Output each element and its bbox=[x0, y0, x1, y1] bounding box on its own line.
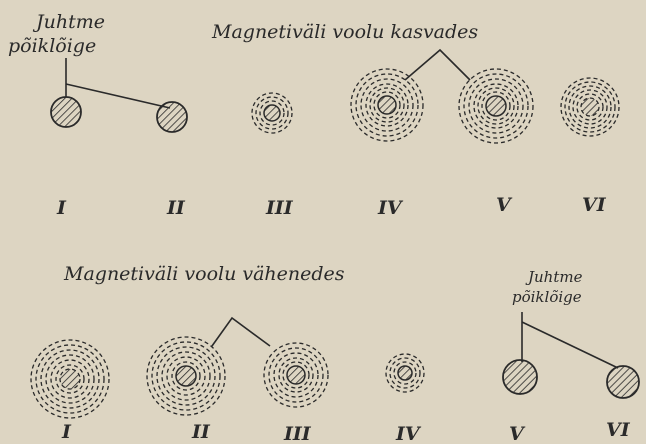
top-label-III: III bbox=[265, 197, 294, 219]
top-heading-pointer-lines bbox=[405, 50, 470, 80]
bottom-conductor-label-line2: põiklõige bbox=[512, 288, 582, 306]
bottom-stage-VI-conductor bbox=[607, 366, 639, 398]
top-label-V: V bbox=[496, 194, 513, 216]
bottom-label-IV: IV bbox=[395, 423, 422, 444]
bottom-label-VI: VI bbox=[606, 419, 631, 441]
bottom-stage-V-conductor bbox=[503, 360, 537, 394]
bottom-heading-pointer-lines bbox=[212, 318, 270, 346]
bottom-stage-II-conductor-with-field bbox=[147, 337, 225, 415]
top-stage-VI-field-only bbox=[561, 78, 619, 136]
top-stage-IV-conductor-with-field bbox=[351, 69, 423, 141]
bottom-heading: Magnetiväli voolu vähenedes bbox=[63, 263, 345, 285]
bottom-conductor-label-line1: Juhtme bbox=[525, 268, 583, 286]
bottom-label-V: V bbox=[509, 423, 526, 444]
top-label-II: II bbox=[166, 197, 186, 219]
bottom-stage-IV-conductor-with-field bbox=[386, 354, 424, 392]
top-heading: Magnetiväli voolu kasvades bbox=[211, 21, 478, 43]
bottom-label-I: I bbox=[61, 421, 72, 443]
top-label-IV: IV bbox=[377, 197, 404, 219]
bottom-stage-I-field-only bbox=[31, 340, 109, 418]
top-label-I: I bbox=[56, 197, 67, 219]
bottom-label-III: III bbox=[283, 423, 312, 444]
bottom-conductor-pointer-lines bbox=[522, 312, 618, 368]
top-stage-III-conductor-with-field bbox=[252, 93, 292, 133]
top-label-VI: VI bbox=[582, 194, 607, 216]
top-stage-I-conductor bbox=[51, 97, 81, 127]
top-conductor-label-line2: põiklõige bbox=[8, 35, 96, 57]
top-stage-II-conductor bbox=[157, 102, 187, 132]
top-conductor-pointer-lines bbox=[66, 58, 170, 108]
bottom-label-II: II bbox=[191, 421, 211, 443]
bottom-stage-III-conductor-with-field bbox=[264, 343, 328, 407]
top-stage-V-conductor-with-field bbox=[459, 69, 533, 143]
top-conductor-label-line1: Juhtme bbox=[32, 11, 105, 33]
